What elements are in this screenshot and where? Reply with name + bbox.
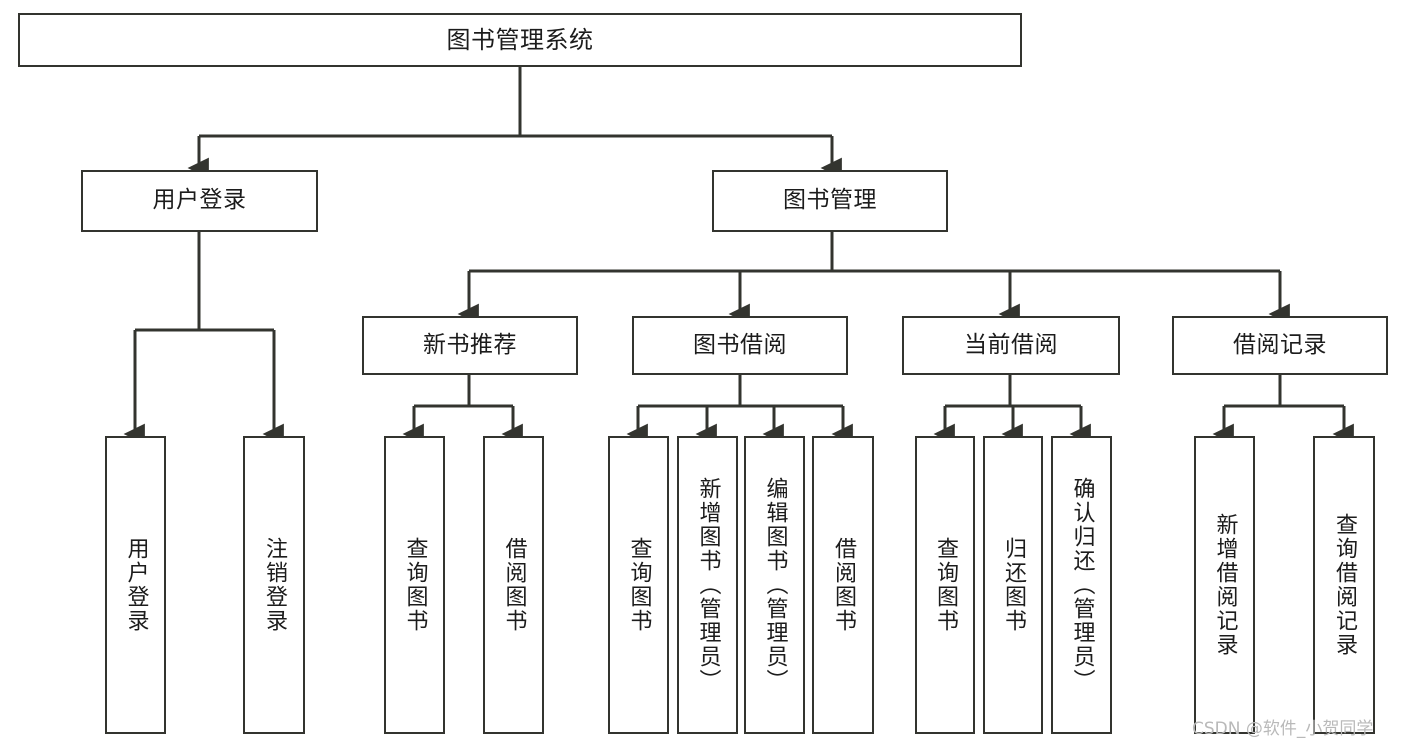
leaf-user-login[interactable]: 用户登录 xyxy=(105,436,166,734)
node-book-management-label: 图书管理 xyxy=(783,187,877,214)
node-new-book-recommend[interactable]: 新书推荐 xyxy=(362,316,578,375)
node-current-borrow[interactable]: 当前借阅 xyxy=(902,316,1120,375)
node-root[interactable]: 图书管理系统 xyxy=(18,13,1022,67)
leaf-query-book-3[interactable]: 查询图书 xyxy=(915,436,975,734)
leaf-query-record[interactable]: 查询借阅记录 xyxy=(1313,436,1375,734)
leaf-confirm-return-label: 确认归还（管理员） xyxy=(1069,477,1095,693)
node-user-login-label: 用户登录 xyxy=(152,187,247,214)
node-new-book-recommend-label: 新书推荐 xyxy=(423,331,517,358)
leaf-return-book[interactable]: 归还图书 xyxy=(983,436,1043,734)
leaf-query-book-2-label: 查询图书 xyxy=(626,537,652,633)
leaf-return-book-label: 归还图书 xyxy=(1001,537,1026,633)
node-root-label: 图书管理系统 xyxy=(446,25,594,54)
node-borrow-record[interactable]: 借阅记录 xyxy=(1172,316,1388,375)
leaf-edit-book[interactable]: 编辑图书（管理员） xyxy=(744,436,805,734)
leaf-confirm-return[interactable]: 确认归还（管理员） xyxy=(1051,436,1112,734)
leaf-add-record-label: 新增借阅记录 xyxy=(1212,513,1238,657)
node-book-borrow[interactable]: 图书借阅 xyxy=(632,316,848,375)
leaf-borrow-book-1-label: 借阅图书 xyxy=(501,537,527,633)
leaf-logout-login-label: 注销登录 xyxy=(262,537,287,633)
leaf-add-book[interactable]: 新增图书（管理员） xyxy=(677,436,738,734)
leaf-user-login-label: 用户登录 xyxy=(123,537,149,633)
leaf-edit-book-label: 编辑图书（管理员） xyxy=(762,477,788,693)
node-borrow-record-label: 借阅记录 xyxy=(1233,331,1327,358)
leaf-borrow-book-2[interactable]: 借阅图书 xyxy=(812,436,874,734)
node-book-management[interactable]: 图书管理 xyxy=(712,170,948,232)
node-book-borrow-label: 图书借阅 xyxy=(693,331,787,358)
leaf-add-record[interactable]: 新增借阅记录 xyxy=(1194,436,1255,734)
leaf-logout-login[interactable]: 注销登录 xyxy=(243,436,305,734)
leaf-add-book-label: 新增图书（管理员） xyxy=(695,477,721,693)
leaf-query-record-label: 查询借阅记录 xyxy=(1332,513,1357,657)
leaf-borrow-book-2-label: 借阅图书 xyxy=(831,537,856,633)
leaf-query-book-1-label: 查询图书 xyxy=(402,537,428,633)
leaf-query-book-3-label: 查询图书 xyxy=(933,537,958,633)
leaf-query-book-2[interactable]: 查询图书 xyxy=(608,436,669,734)
node-user-login[interactable]: 用户登录 xyxy=(81,170,318,232)
leaf-borrow-book-1[interactable]: 借阅图书 xyxy=(483,436,544,734)
leaf-query-book-1[interactable]: 查询图书 xyxy=(384,436,445,734)
node-current-borrow-label: 当前借阅 xyxy=(964,331,1058,358)
csdn-watermark: CSDN @软件_小贺同学 xyxy=(1192,719,1374,739)
